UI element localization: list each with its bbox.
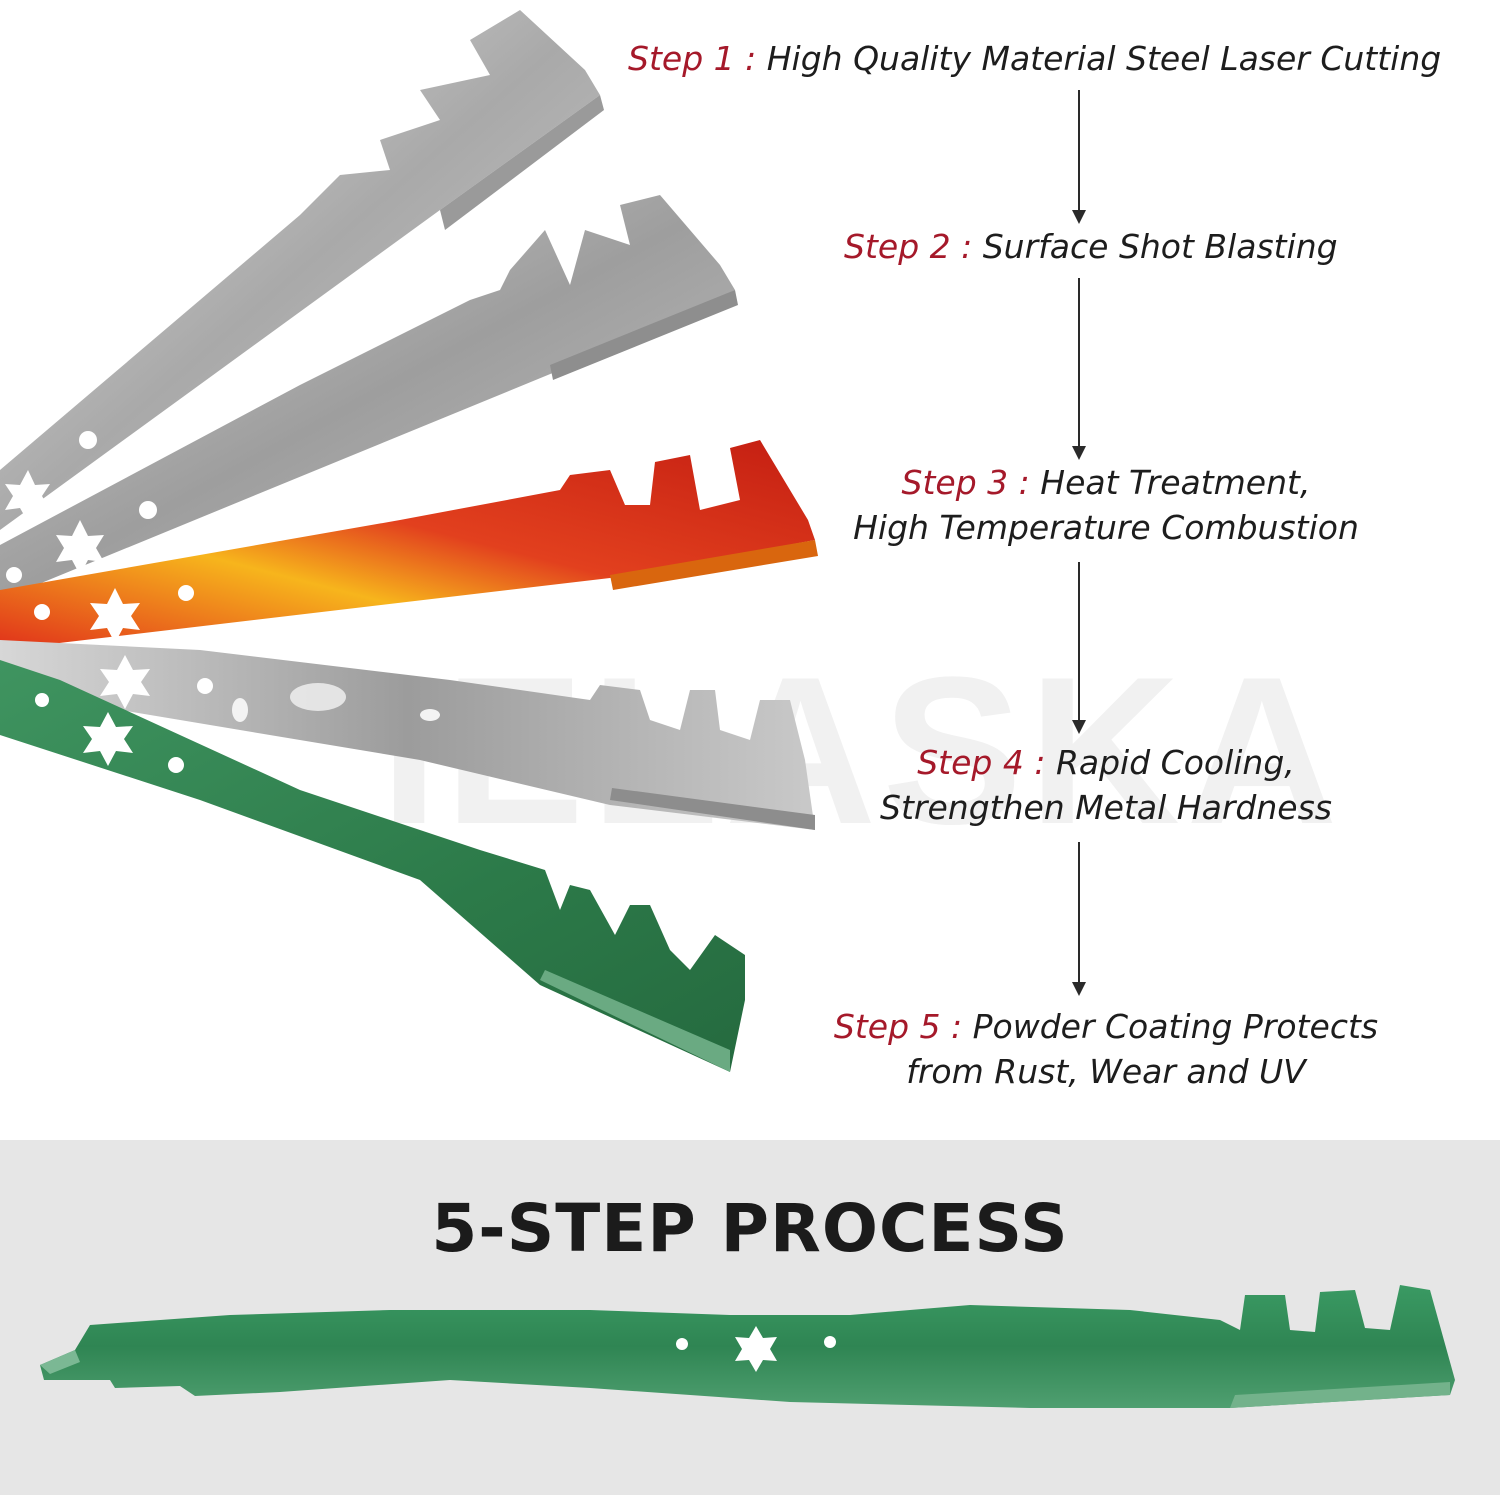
step-3-label: Step 3 : [901,463,1030,502]
blade-rapid-cooling [0,640,815,830]
step-4-line2: Strengthen Metal Hardness [880,788,1332,827]
step-3: Step 3 : Heat Treatment, High Temperatur… [836,460,1376,550]
finished-blade-illustration [40,1285,1455,1408]
step-5-line2: from Rust, Wear and UV [906,1052,1306,1091]
arrow-2-to-3 [1072,278,1086,460]
step-3-text: Heat Treatment, [1040,463,1311,502]
step-5-label: Step 5 : [833,1007,963,1046]
step-4: Step 4 : Rapid Cooling, Strengthen Metal… [836,740,1376,830]
arrow-1-to-2 [1072,90,1086,224]
step-2-label: Step 2 : [844,227,973,266]
blade-laser-cut [0,10,604,530]
step-1: Step 1 : High Quality Material Steel Las… [628,36,1441,81]
step-5-text: Powder Coating Protects [972,1007,1379,1046]
blade-fan-illustration [0,10,818,1072]
process-title: 5-STEP PROCESS [431,1190,1069,1267]
step-2-text: Surface Shot Blasting [982,227,1338,266]
arrow-4-to-5 [1072,842,1086,996]
blade-heat-treated [0,440,818,650]
step-3-line2: High Temperature Combustion [853,508,1359,547]
step-2: Step 2 : Surface Shot Blasting [844,224,1338,269]
step-1-label: Step 1 : [628,39,757,78]
step-4-label: Step 4 : [917,743,1046,782]
step-1-text: High Quality Material Steel Laser Cuttin… [766,39,1442,78]
blade-powder-coated [0,660,745,1072]
step-4-text: Rapid Cooling, [1055,743,1295,782]
blade-shot-blasted [0,195,738,600]
arrow-3-to-4 [1072,562,1086,734]
step-5: Step 5 : Powder Coating Protects from Ru… [806,1004,1406,1094]
